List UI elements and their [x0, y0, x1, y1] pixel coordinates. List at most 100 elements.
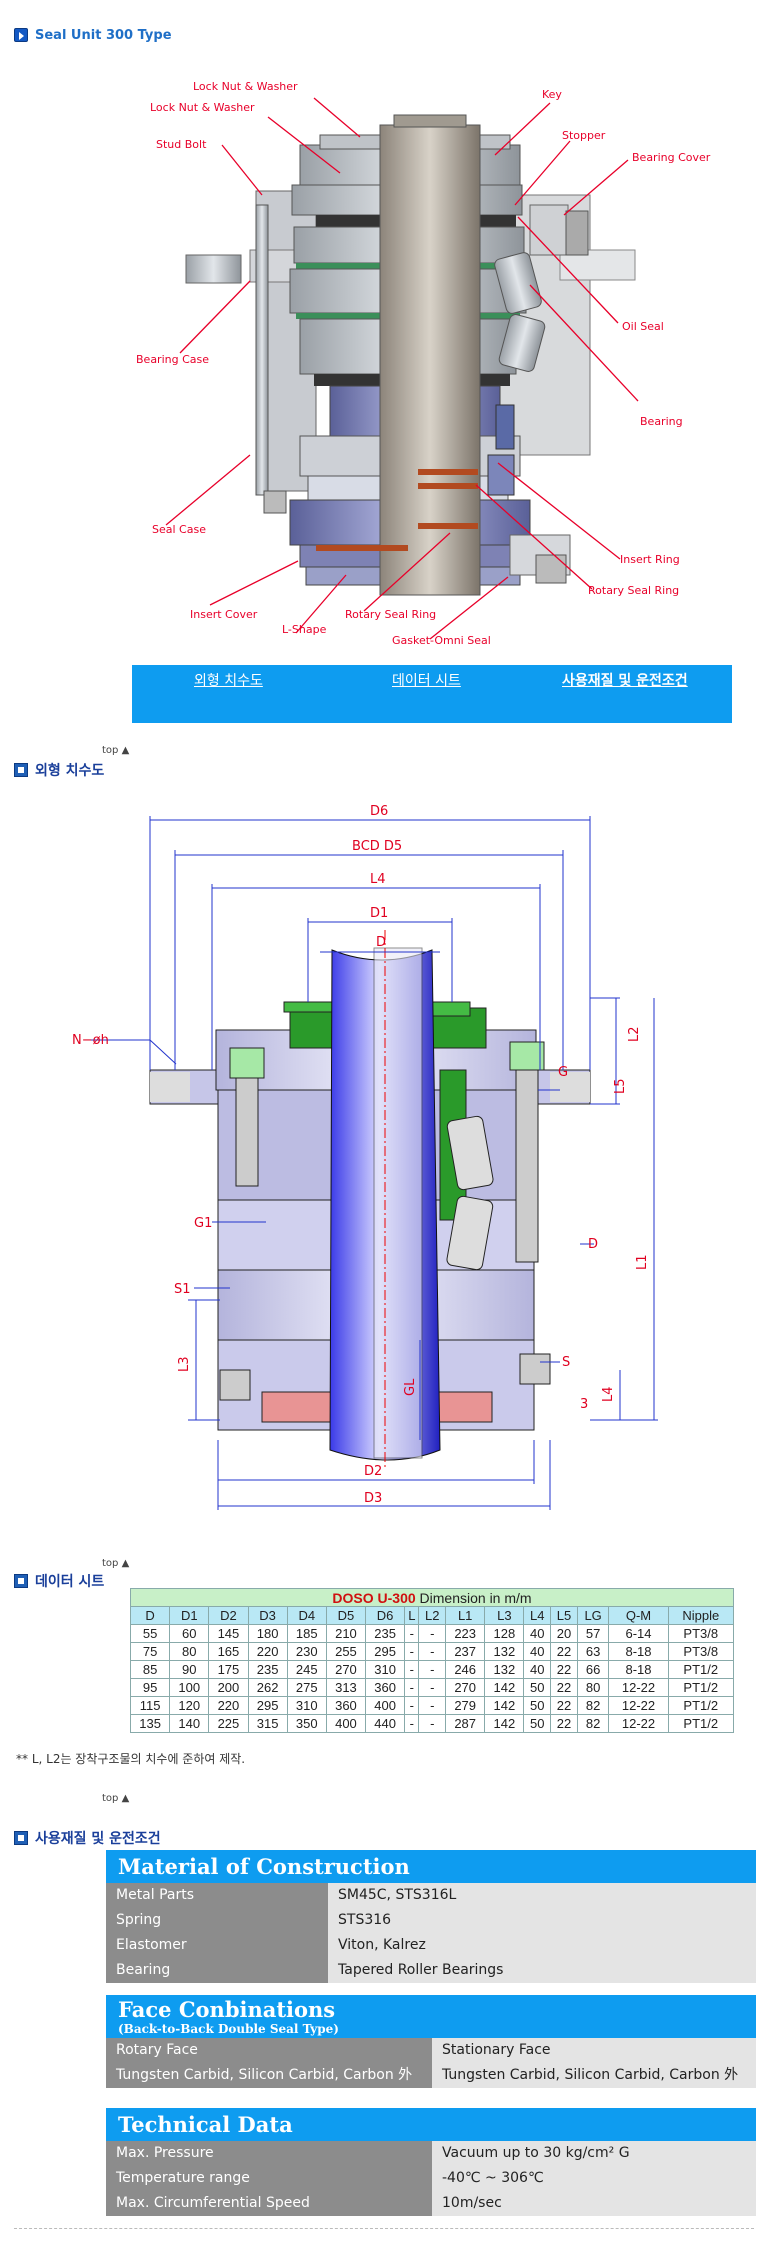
label-key: Key [542, 88, 562, 101]
table-title-model: DOSO U-300 [332, 1589, 416, 1606]
dim-3: 3 [580, 1397, 588, 1412]
nav-tab-outline[interactable]: 외형 치수도 [194, 673, 263, 689]
table-cell: 360 [325, 1696, 367, 1715]
material-value: Viton, Kalrez [328, 1933, 756, 1958]
table-cell: 175 [208, 1660, 249, 1679]
table-header-cell: L2 [418, 1606, 447, 1625]
table-cell: 40 [523, 1642, 552, 1661]
table-header-cell: L5 [550, 1606, 578, 1625]
table-cell: 82 [576, 1696, 610, 1715]
label-insert-ring: Insert Ring [620, 553, 680, 566]
label-bearing: Bearing [640, 415, 683, 428]
table-cell: 220 [247, 1642, 288, 1661]
dim-L3: L3 [177, 1356, 192, 1372]
table-cell: 255 [325, 1642, 367, 1661]
table-cell: 270 [325, 1660, 367, 1679]
table-cell: 350 [286, 1714, 327, 1733]
dim-L5: L5 [613, 1078, 628, 1094]
table-cell: 90 [169, 1660, 210, 1679]
table-cell: 140 [169, 1714, 210, 1733]
section-nav: 외형 치수도 데이터 시트 사용재질 및 운전조건 [132, 665, 732, 723]
face-row: Tungsten Carbid, Silicon Carbid, Carbon … [106, 2063, 756, 2088]
table-cell: 360 [365, 1678, 406, 1697]
table-header-cell: D1 [169, 1606, 210, 1625]
table-cell: - [404, 1696, 420, 1715]
tech-title: Technical Data [106, 2108, 756, 2141]
table-cell: 80 [576, 1678, 610, 1697]
table-header-cell: D5 [325, 1606, 367, 1625]
table-header-cell: D [129, 1606, 171, 1625]
top-link-1[interactable]: top ▲ [102, 745, 130, 756]
table-cell: 50 [523, 1696, 552, 1715]
table-header-cell: LG [576, 1606, 610, 1625]
table-cell: 225 [208, 1714, 249, 1733]
dim-L1: L1 [635, 1254, 650, 1270]
table-cell: - [418, 1624, 447, 1643]
table-cell: - [418, 1642, 447, 1661]
table-cell: 295 [365, 1642, 406, 1661]
table-cell: 142 [484, 1714, 525, 1733]
tech-key: Temperature range [106, 2166, 432, 2191]
dim-S1: S1 [174, 1282, 191, 1297]
nav-tab-datasheet[interactable]: 데이터 시트 [392, 673, 461, 689]
table-cell: 8-18 [608, 1642, 669, 1661]
label-stud-bolt: Stud Bolt [156, 138, 207, 151]
dim-D6: D6 [370, 804, 388, 819]
table-cell: 235 [247, 1660, 288, 1679]
table-header-cell: D4 [286, 1606, 327, 1625]
dim-D: D [376, 935, 386, 950]
table-cell: 57 [576, 1624, 610, 1643]
table-cell: 20 [550, 1624, 578, 1643]
table-header-cell: D3 [247, 1606, 288, 1625]
dim-N-h: N−øh [72, 1033, 109, 1048]
table-cell: - [418, 1660, 447, 1679]
tech-key: Max. Circumferential Speed [106, 2191, 432, 2216]
face-combinations-block: Face Conbinations (Back-to-Back Double S… [106, 1995, 756, 2088]
dim-L4: L4 [370, 872, 386, 887]
label-stopper: Stopper [562, 129, 606, 142]
tech-value: 10m/sec [432, 2191, 756, 2216]
square-bullet-icon [14, 763, 28, 777]
table-cell: 246 [445, 1660, 486, 1679]
dimension-drawing: D6 BCD D5 L4 D1 D N−øh G L2 L5 G1 D L1 S… [72, 804, 658, 1510]
table-header-cell: Nipple [667, 1606, 735, 1625]
nav-tab-material[interactable]: 사용재질 및 운전조건 [562, 673, 688, 689]
arrow-icon [14, 28, 28, 42]
table-header-cell: L1 [445, 1606, 486, 1625]
table-title: DOSO U-300 Dimension in m/m [130, 1588, 734, 1607]
dim-S: S [562, 1355, 570, 1370]
top-link-3[interactable]: top ▲ [102, 1793, 130, 1804]
table-cell: - [418, 1678, 447, 1697]
table-cell: - [404, 1714, 420, 1733]
table-cell: 310 [286, 1696, 327, 1715]
table-cell: - [404, 1624, 420, 1643]
table-cell: PT1/2 [667, 1714, 735, 1733]
label-insert-cover: Insert Cover [190, 608, 258, 621]
table-cell: 220 [208, 1696, 249, 1715]
table-cell: 6-14 [608, 1624, 669, 1643]
table-cell: 115 [129, 1696, 171, 1715]
table-cell: - [418, 1714, 447, 1733]
dim-GL: GL [403, 1378, 418, 1396]
label-gasket-omni-seal: Gasket-Omni Seal [392, 634, 491, 647]
material-value: STS316 [328, 1908, 756, 1933]
table-cell: 440 [365, 1714, 406, 1733]
label-bearing-case: Bearing Case [136, 353, 209, 366]
table-cell: 223 [445, 1624, 486, 1643]
square-bullet-icon [14, 1574, 28, 1588]
table-cell: - [404, 1642, 420, 1661]
section-header-datasheet: 데이터 시트 [14, 1571, 104, 1591]
table-cell: 40 [523, 1660, 552, 1679]
table-cell: 145 [208, 1624, 249, 1643]
material-key: Bearing [106, 1958, 328, 1983]
top-link-2[interactable]: top ▲ [102, 1558, 130, 1569]
section-header-outline: 외형 치수도 [14, 760, 104, 780]
dim-G1: G1 [194, 1216, 212, 1231]
face-key: Rotary Face [106, 2038, 432, 2063]
face-subtitle: (Back-to-Back Double Seal Type) [118, 2022, 339, 2036]
